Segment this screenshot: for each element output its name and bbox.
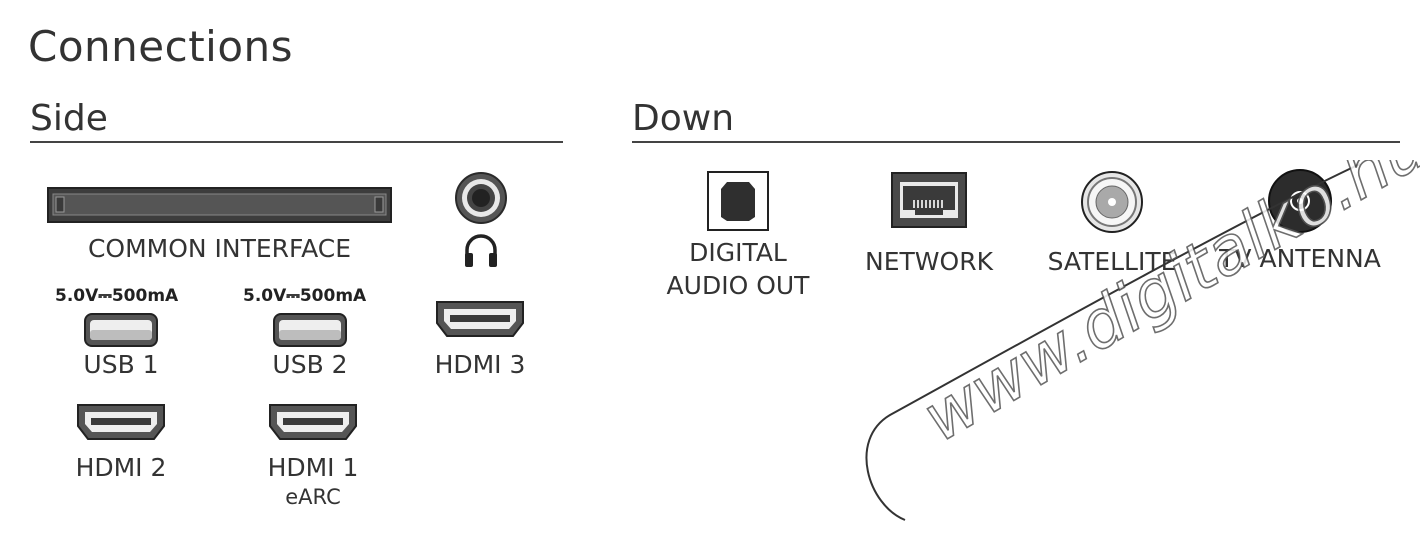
tv-antenna-label: TV ANTENNA: [1219, 244, 1381, 273]
satellite-label: SATELLITE: [1047, 247, 1177, 276]
usb-port-icon: [273, 313, 347, 347]
hdmi-port-icon: [267, 402, 359, 442]
hdmi3-label: HDMI 3: [434, 350, 526, 379]
hdmi1-earc-label: eARC: [285, 485, 341, 509]
digital-audio-label-line2: AUDIO OUT: [666, 271, 810, 300]
down-divider: [632, 141, 1400, 143]
watermark-text: www.digitalko.hu: [909, 160, 1420, 457]
usb1-power-spec: 5.0V⎓500mA: [55, 286, 179, 306]
down-heading: Down: [632, 98, 735, 139]
satellite-connector-icon: [1078, 170, 1146, 234]
digital-audio-label-line1: DIGITAL: [689, 238, 787, 267]
antenna-connector-icon: [1266, 168, 1334, 234]
usb1-label: USB 1: [83, 350, 159, 379]
hdmi-port-icon: [75, 402, 167, 442]
ethernet-port-icon: [891, 172, 967, 228]
side-heading: Side: [30, 98, 108, 139]
common-interface-label: COMMON INTERFACE: [87, 234, 352, 263]
usb2-power-spec: 5.0V⎓500mA: [243, 286, 367, 306]
optical-port-icon: [707, 171, 769, 231]
headphone-icon: [463, 234, 499, 268]
hdmi2-label: HDMI 2: [75, 453, 167, 482]
network-label: NETWORK: [865, 247, 993, 276]
usb-port-icon: [84, 313, 158, 347]
ci-slot-icon: [47, 187, 392, 223]
usb2-label: USB 2: [272, 350, 348, 379]
side-divider: [30, 141, 563, 143]
hdmi1-label: HDMI 1: [267, 453, 359, 482]
headphone-jack-icon: [454, 171, 508, 225]
hdmi-port-icon: [434, 299, 526, 339]
page-title: Connections: [28, 22, 294, 71]
